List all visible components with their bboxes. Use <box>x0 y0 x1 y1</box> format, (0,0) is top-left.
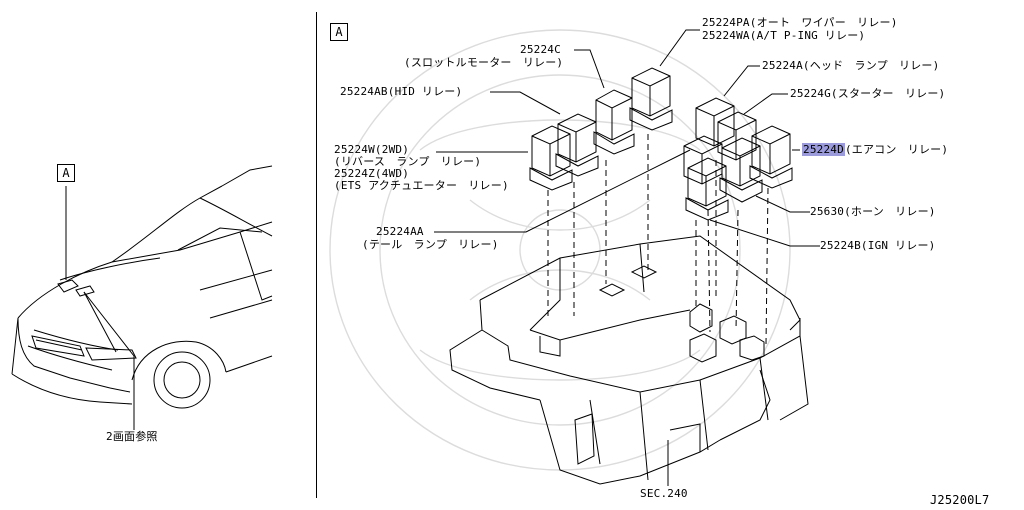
label-25224c: 25224C <box>520 43 561 56</box>
label-25224z-desc: (ETS アクチュエーター リレー) <box>334 179 509 192</box>
label-25224w: 25224W(2WD) <box>334 143 410 156</box>
label-25224d-part-number: 25224D <box>802 143 845 156</box>
label-25224g: 25224G(スターター リレー) <box>790 87 946 100</box>
label-25224d: 25224D(エアコン リレー) <box>802 143 949 156</box>
relay-group-right <box>683 97 793 221</box>
label-25224a: 25224A(ヘッド ランプ リレー) <box>762 59 940 72</box>
label-25224c-desc: (スロットルモーター リレー) <box>404 56 564 69</box>
label-25224ab: 25224AB(HID リレー) <box>340 85 463 98</box>
label-25630: 25630(ホーン リレー) <box>810 205 936 218</box>
relay-group-left <box>529 67 673 191</box>
panel-divider <box>316 12 317 498</box>
label-25224d-desc: (エアコン リレー) <box>844 143 949 156</box>
screen-reference-note: 2画面参照 <box>106 430 158 443</box>
callout-box-a-right: A <box>330 23 348 41</box>
label-25224aa: 25224AA <box>376 225 424 238</box>
label-section-reference: SEC.240 <box>640 487 688 500</box>
callout-box-a-left: A <box>57 164 75 182</box>
label-25224wa: 25224WA(A/T P-ING リレー) <box>702 29 866 42</box>
figure-id: J25200L7 <box>930 493 990 507</box>
label-25224z: 25224Z(4WD) <box>334 167 410 180</box>
label-25224pa: 25224PA(オート ワイパー リレー) <box>702 16 898 29</box>
label-25224aa-desc: (テール ランプ リレー) <box>362 238 499 251</box>
relay-box-illustration <box>329 29 820 486</box>
car-illustration <box>11 165 273 430</box>
label-25224w-desc: (リバース ランプ リレー) <box>334 155 482 168</box>
label-25224b: 25224B(IGN リレー) <box>820 239 936 252</box>
